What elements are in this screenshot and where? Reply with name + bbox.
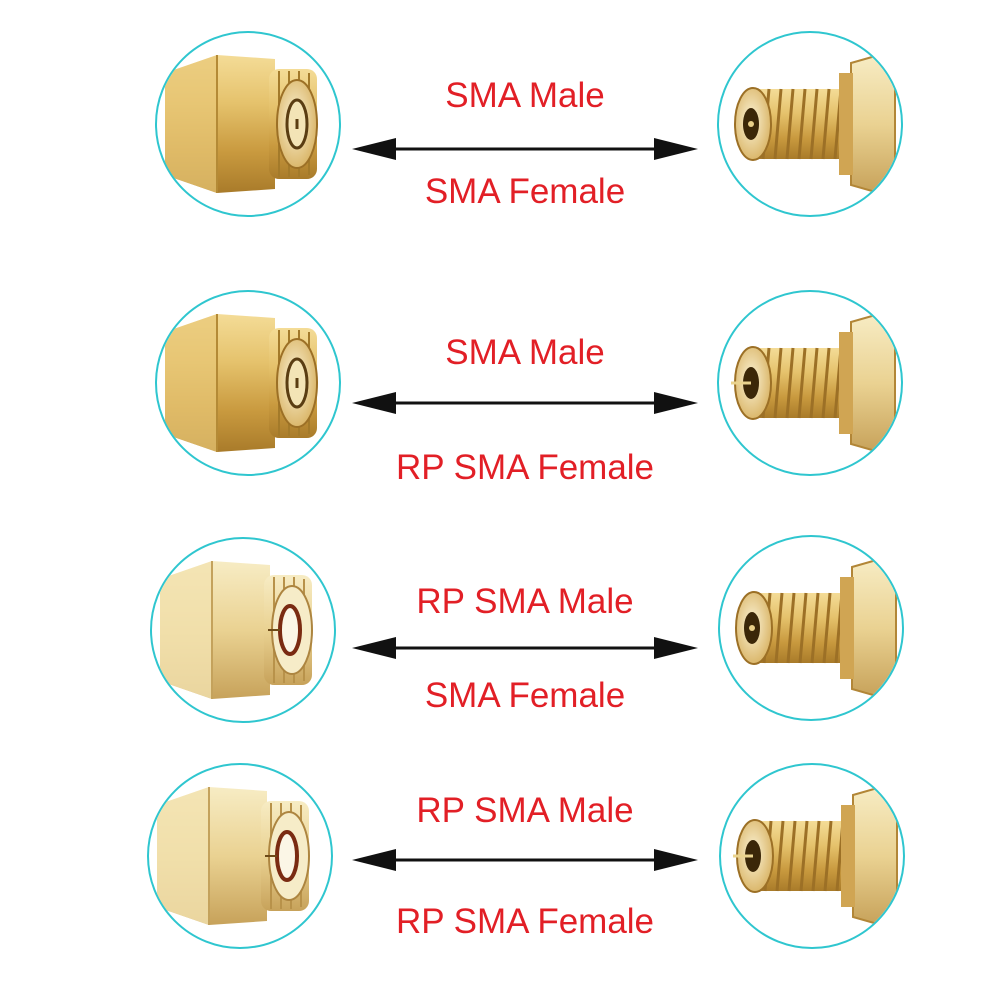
rp-sma-male-connector-icon bbox=[147, 763, 333, 949]
sma-female-bulkhead-icon bbox=[718, 535, 904, 721]
top-connector-label: SMA Male bbox=[445, 76, 605, 115]
sma-male-connector-icon bbox=[155, 31, 341, 217]
connector-pair-row-1: SMA Male SMA Female bbox=[0, 0, 1000, 250]
top-connector-label: SMA Male bbox=[445, 333, 605, 372]
connector-pair-row-2: SMA Male RP SMA Female bbox=[0, 250, 1000, 500]
rp-sma-male-connector-icon bbox=[150, 537, 336, 723]
double-arrow-icon bbox=[352, 849, 698, 871]
bottom-connector-label: SMA Female bbox=[424, 172, 626, 211]
rp-sma-female-bulkhead-icon bbox=[719, 763, 905, 949]
sma-female-bulkhead-icon bbox=[717, 31, 903, 217]
bottom-connector-label: SMA Female bbox=[424, 676, 626, 715]
double-arrow-icon bbox=[352, 138, 698, 160]
top-connector-label: RP SMA Male bbox=[416, 582, 634, 621]
double-arrow-icon bbox=[352, 392, 698, 414]
sma-male-connector-icon bbox=[155, 290, 341, 476]
bottom-connector-label: RP SMA Female bbox=[395, 448, 655, 487]
connector-pair-row-4: RP SMA Male RP SMA Female bbox=[0, 750, 1000, 1000]
bottom-connector-label: RP SMA Female bbox=[395, 902, 655, 941]
rp-sma-female-bulkhead-icon bbox=[717, 290, 903, 476]
double-arrow-icon bbox=[352, 637, 698, 659]
connector-pair-row-3: RP SMA Male SMA Female bbox=[0, 500, 1000, 750]
top-connector-label: RP SMA Male bbox=[416, 791, 634, 830]
